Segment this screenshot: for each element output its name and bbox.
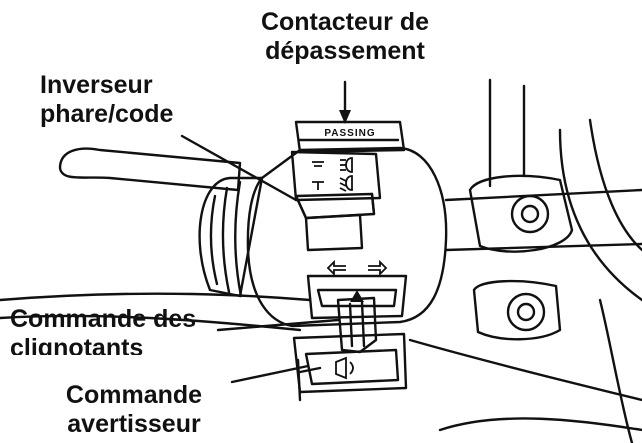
clamp-bolt-lower [506, 292, 546, 332]
left-arrow-icon [326, 259, 346, 277]
label-passing-line1: Contacteur de [260, 8, 430, 36]
high-beam-icon [312, 157, 353, 173]
passing-marking: PASSING [324, 128, 375, 139]
label-turn-signal-line1: Commande des [10, 305, 197, 333]
horn-icon [335, 356, 354, 380]
low-beam-icon [312, 175, 353, 192]
arrowhead-passing [339, 110, 351, 124]
label-passing-line2: dépassement [265, 37, 425, 65]
leader-dimmer [180, 134, 298, 202]
label-turn-signal-switch: Commande des clignotants [10, 305, 196, 355]
label-dimmer-line1: Inverseur [40, 71, 153, 99]
leader-turn-signal [216, 318, 340, 332]
turn-signal-knob [336, 296, 378, 354]
label-turn-signal-line2: clignotants [10, 334, 144, 355]
clutch-lever [58, 147, 242, 192]
label-horn-line1: Commande [65, 381, 203, 409]
horn-button [304, 348, 400, 386]
label-dimmer-switch: Inverseur phare/code [40, 71, 173, 129]
control-cable [558, 128, 642, 302]
handlebar-grip [198, 176, 264, 298]
passing-switch-block [294, 120, 406, 154]
label-dimmer-line2: phare/code [40, 100, 174, 128]
fork-tube [488, 78, 526, 188]
right-arrow-icon [368, 259, 388, 277]
leader-horn [230, 364, 310, 384]
triangle-icon [350, 290, 364, 302]
label-horn-button: Commande avertisseur [44, 381, 224, 439]
switch-housing-body [246, 146, 448, 328]
turn-signal-tray [306, 274, 408, 320]
clamp-bolt-upper [510, 194, 550, 234]
label-horn-line2: avertisseur [67, 410, 201, 438]
label-passing-switch: Contacteur de dépassement [242, 8, 448, 66]
